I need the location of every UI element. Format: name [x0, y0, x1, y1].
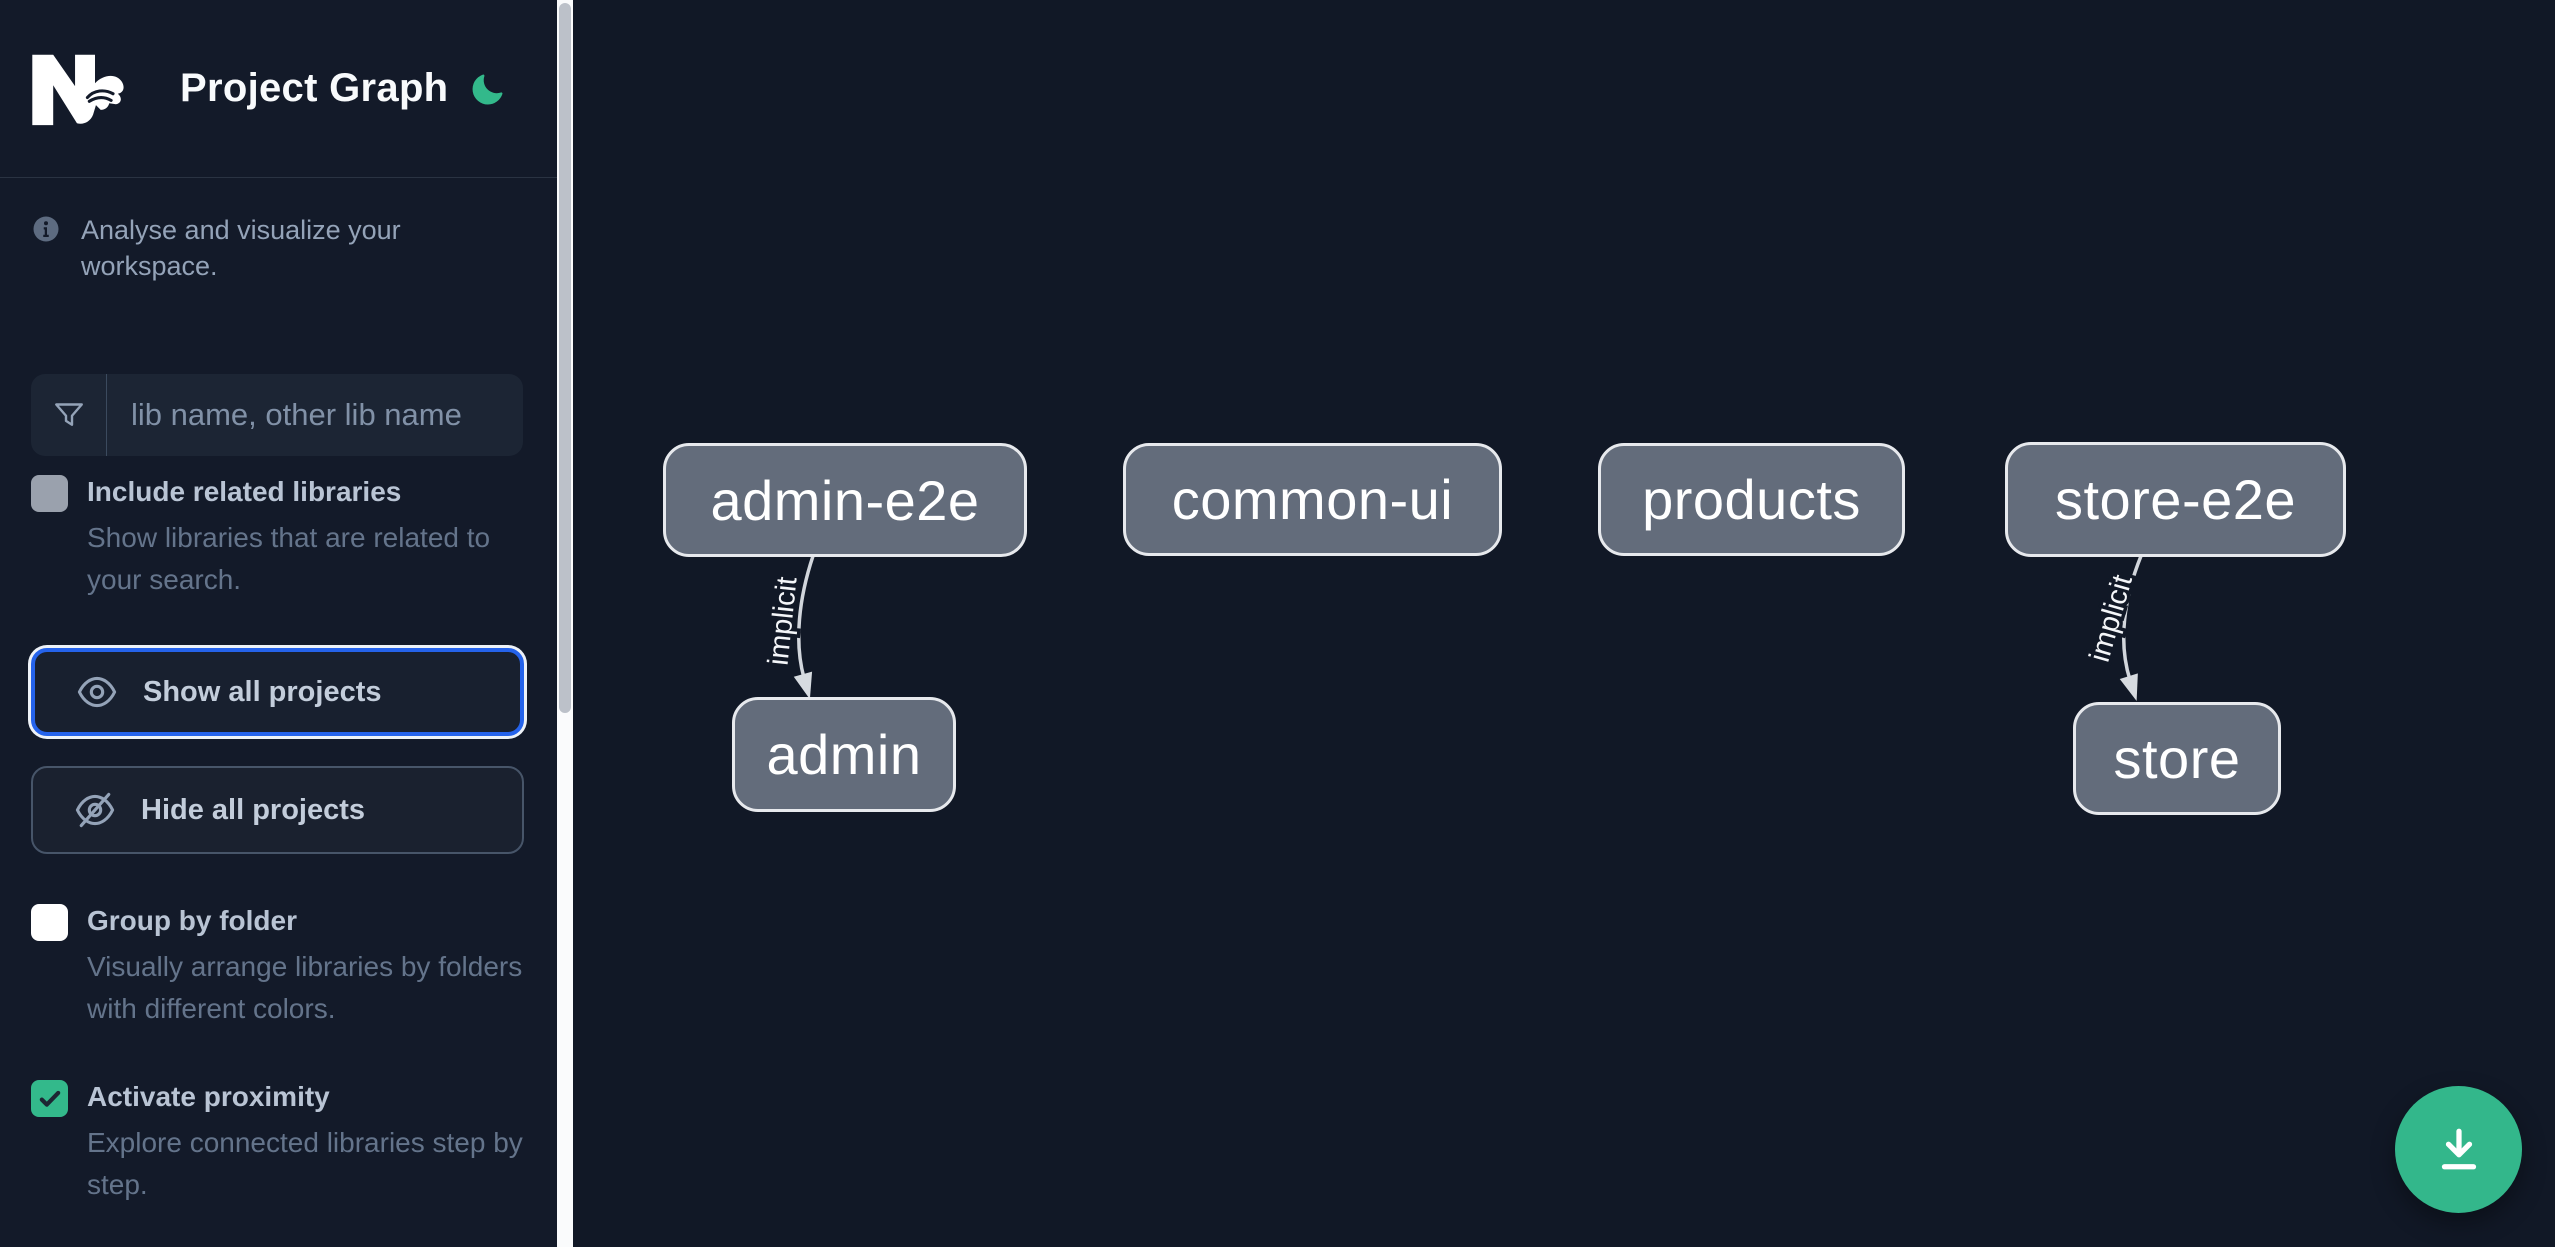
- hide-all-projects-button[interactable]: Hide all projects: [31, 766, 524, 854]
- activate-proximity-row: Activate proximity Explore connected lib…: [31, 1078, 523, 1206]
- graph-node-store[interactable]: store: [2073, 702, 2281, 815]
- graph-edges-layer: implicit implicit: [759, 555, 2143, 701]
- filter-icon-cell: [31, 374, 107, 456]
- include-related-label[interactable]: Include related libraries: [87, 476, 402, 507]
- sidebar-content: Analyse and visualize your workspace. In…: [0, 178, 557, 1247]
- group-by-folder-label[interactable]: Group by folder: [87, 905, 297, 936]
- edge-arrowhead: [793, 671, 813, 700]
- intro-row: Analyse and visualize your workspace.: [31, 212, 523, 284]
- graph-canvas[interactable]: implicit implicit admin-e2e common-ui produ…: [573, 0, 2555, 1247]
- edge-arrowhead: [2119, 673, 2138, 701]
- sidebar: Project Graph Analyse and visualize your…: [0, 0, 557, 1247]
- activate-proximity-checkbox[interactable]: [31, 1080, 68, 1117]
- graph-node-store-e2e[interactable]: store-e2e: [2005, 442, 2346, 557]
- graph-node-products[interactable]: products: [1598, 443, 1905, 556]
- sidebar-scrollbar[interactable]: [557, 0, 573, 1247]
- show-all-projects-label: Show all projects: [143, 675, 382, 708]
- info-icon: [33, 216, 59, 242]
- page-title: Project Graph: [180, 66, 449, 110]
- eye-off-icon: [75, 792, 115, 828]
- group-by-folder-checkbox[interactable]: [31, 904, 68, 941]
- graph-edge-store-e2e-store: [2121, 555, 2143, 681]
- edge-label: implicit: [2084, 572, 2139, 666]
- include-related-row: Include related libraries Show libraries…: [31, 473, 523, 601]
- graph-node-admin-e2e[interactable]: admin-e2e: [663, 443, 1027, 557]
- eye-icon: [77, 676, 117, 708]
- sidebar-header: Project Graph: [0, 0, 557, 178]
- download-icon: [2441, 1128, 2476, 1169]
- activate-proximity-label[interactable]: Activate proximity: [87, 1081, 330, 1112]
- activate-proximity-description: Explore connected libraries step by step…: [87, 1127, 523, 1200]
- search-box: [31, 374, 523, 456]
- tagline-text: Analyse and visualize your workspace.: [81, 215, 401, 281]
- graph-edge-admin-e2e-admin: [797, 555, 815, 679]
- show-all-projects-button[interactable]: Show all projects: [31, 648, 524, 736]
- group-by-folder-description: Visually arrange libraries by folders wi…: [87, 951, 523, 1024]
- include-related-description: Show libraries that are related to your …: [87, 522, 491, 595]
- graph-node-admin[interactable]: admin: [732, 697, 956, 812]
- graph-node-common-ui[interactable]: common-ui: [1123, 443, 1502, 556]
- theme-toggle-button[interactable]: [465, 67, 509, 111]
- edge-label: implicit: [763, 575, 804, 666]
- include-related-checkbox[interactable]: [31, 475, 68, 512]
- funnel-icon: [54, 403, 83, 426]
- group-by-folder-row: Group by folder Visually arrange librari…: [31, 902, 523, 1030]
- check-icon: [39, 1090, 60, 1107]
- hide-all-projects-label: Hide all projects: [141, 793, 366, 826]
- download-button[interactable]: [2395, 1086, 2522, 1213]
- moon-icon: [472, 74, 503, 105]
- nx-logo-icon: [32, 54, 124, 125]
- search-input[interactable]: [107, 374, 523, 456]
- scrollbar-thumb[interactable]: [559, 3, 571, 713]
